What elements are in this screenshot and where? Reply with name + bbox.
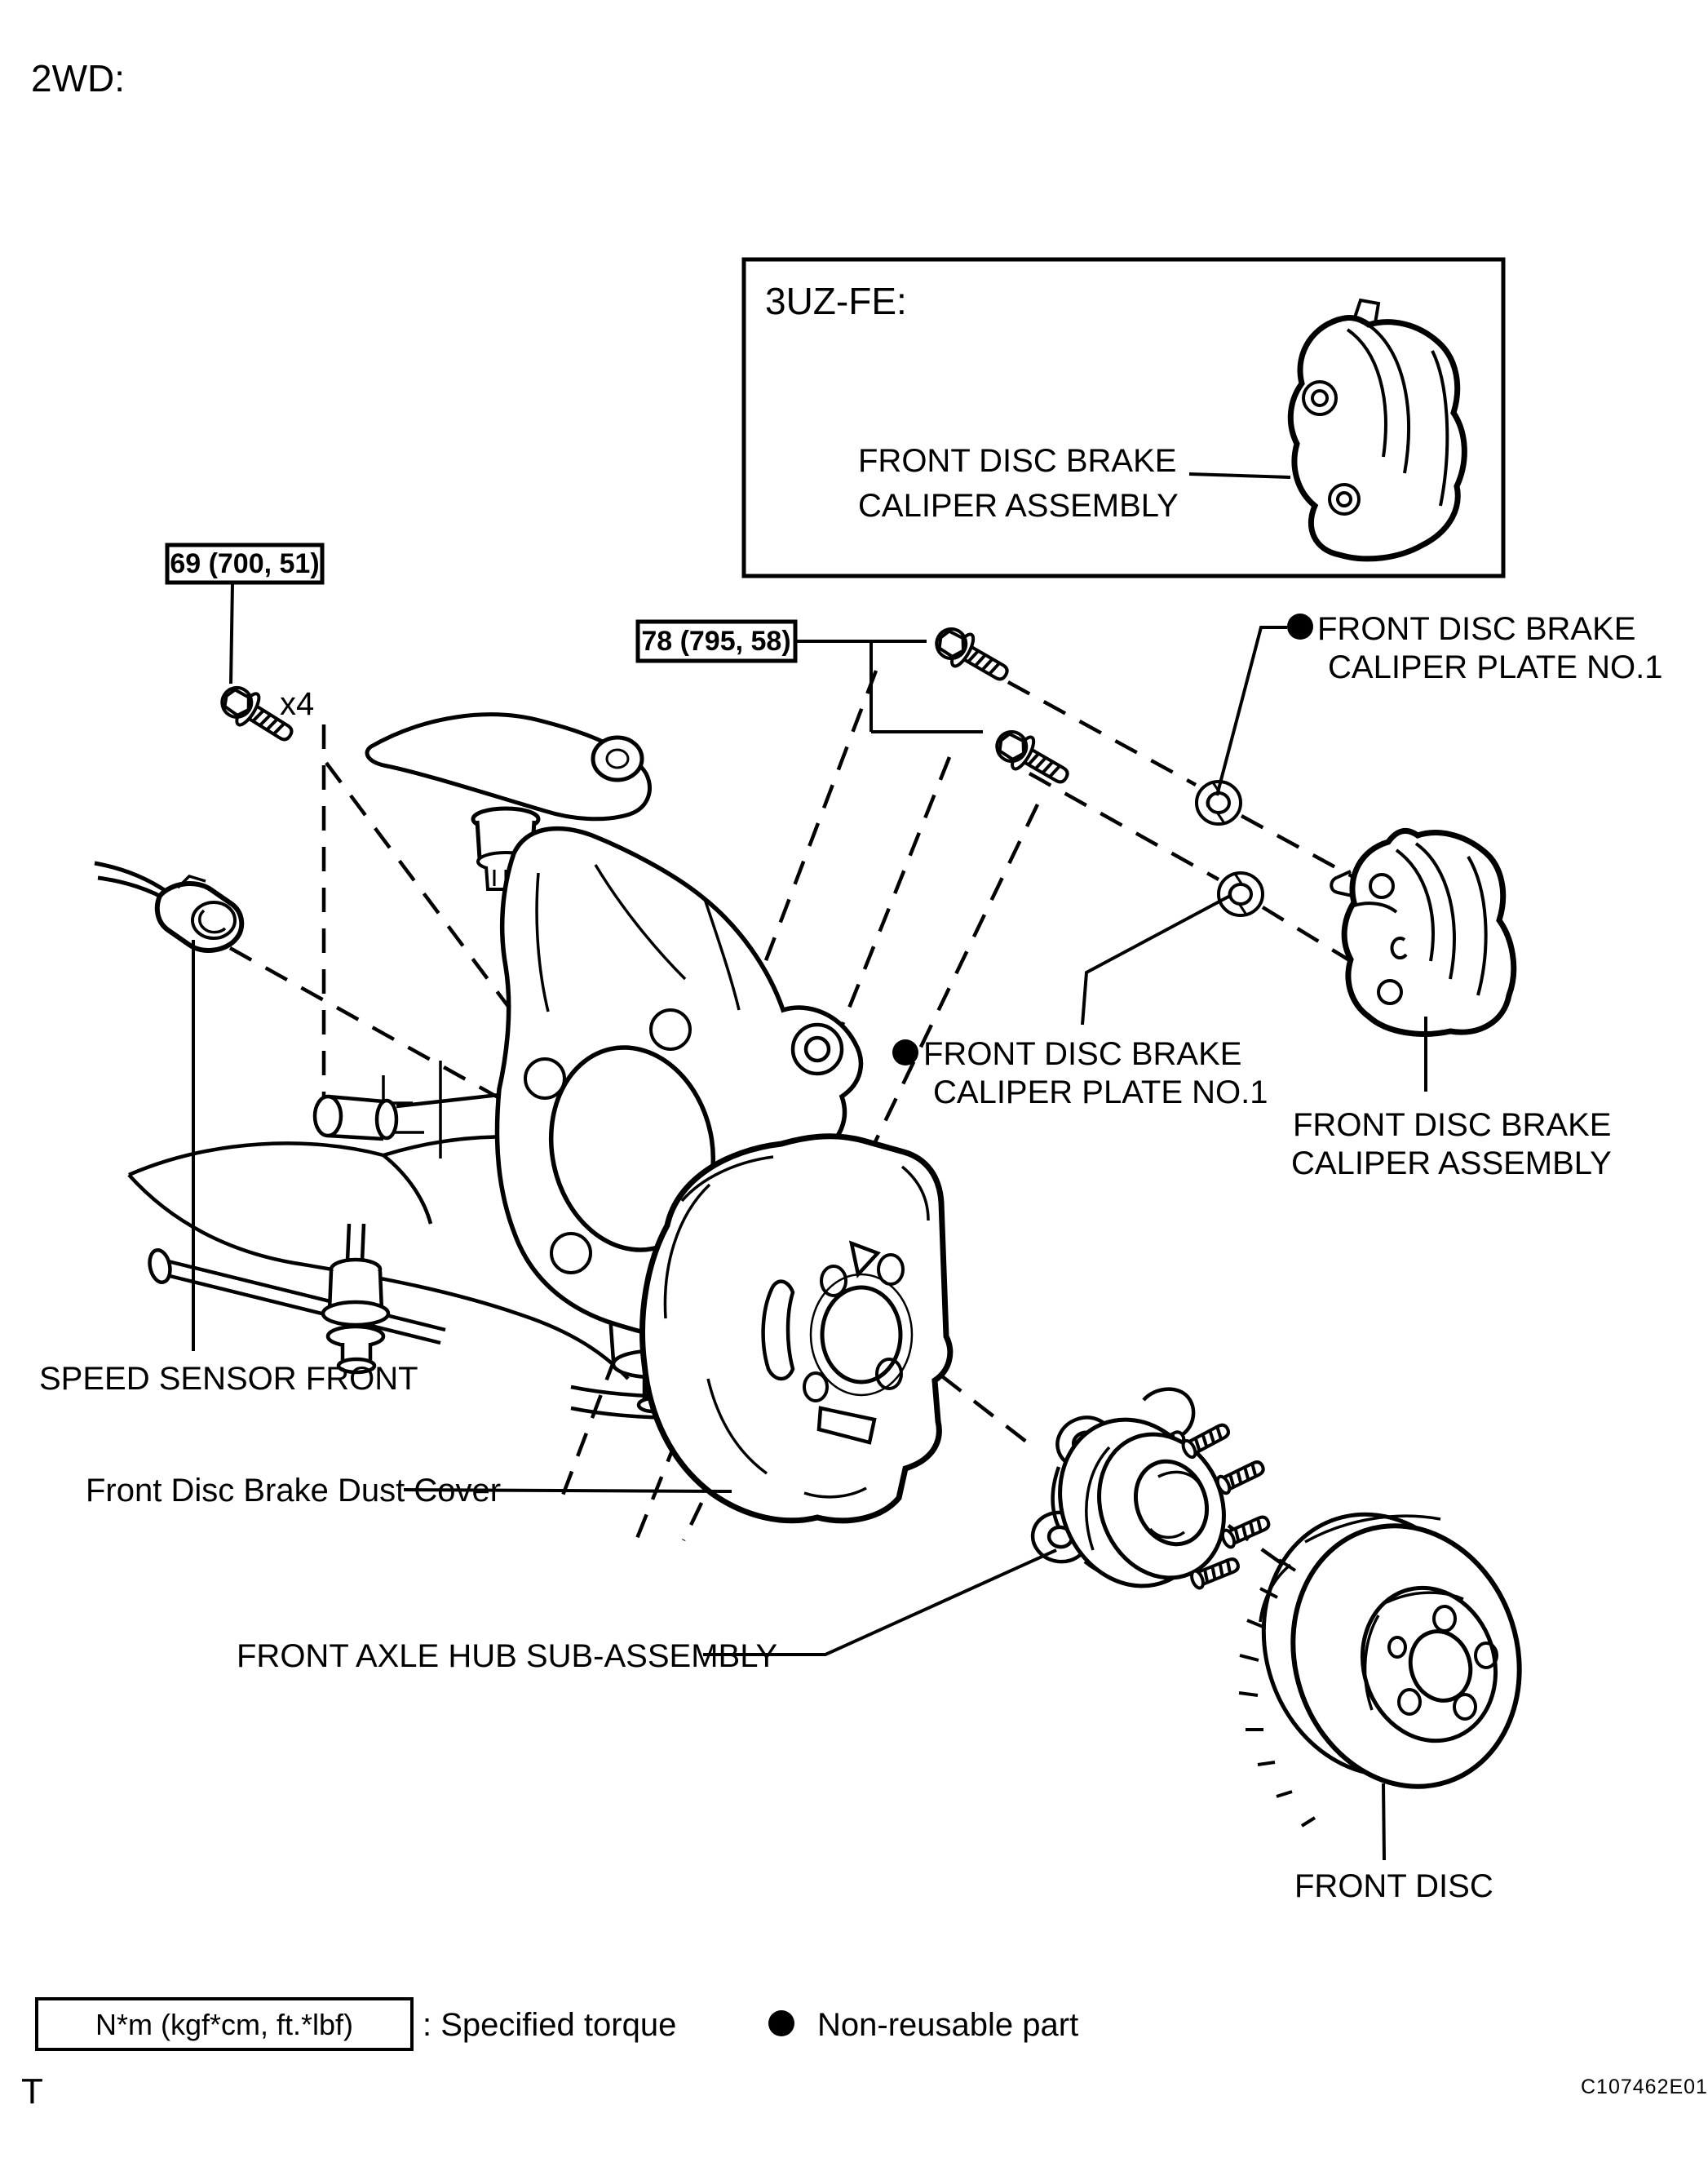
dust-cover-contours (663, 1155, 930, 1499)
hub-center-bore (1133, 1459, 1210, 1547)
plate-mid-line1: FRONT DISC BRAKE (923, 1036, 1241, 1072)
lower-ball-joint-left (321, 1223, 391, 1375)
inset-caliper-details (1302, 325, 1449, 516)
front-disc-leader (1382, 1783, 1386, 1861)
dust-cover-art (639, 1133, 954, 1524)
torque-box-69 (165, 543, 325, 585)
non-reusable-bullet-icon (768, 2010, 794, 2036)
plate-mid-line2: CALIPER PLATE NO.1 (933, 1074, 1268, 1110)
dust-cover-center-hole (820, 1285, 903, 1384)
dashed-axis-caliper-bolt-2 (1028, 772, 1382, 981)
speed-sensor-detail (176, 875, 227, 934)
legend-torque-box (35, 1997, 414, 2051)
caliper-bolt-2-icon (988, 721, 1077, 795)
torque-78-leaders (795, 640, 983, 733)
axle-hub-leader (703, 1548, 1057, 1656)
label-plate-top: FRONT DISC BRAKE CALIPER PLATE NO.1 (1287, 611, 1663, 685)
knuckle-center-opening (548, 1045, 716, 1252)
knuckle-surface-lines (535, 864, 741, 1012)
front-disc-art (1238, 1512, 1522, 1828)
plate-top-line1: FRONT DISC BRAKE (1317, 611, 1635, 647)
upper-arm-bushing (591, 735, 644, 782)
dashed-axis-hub (908, 1349, 1031, 1446)
caliper-assembly-art (1330, 827, 1517, 1037)
disc-face (1290, 1523, 1522, 1789)
caliper-plate-1-mid-icon (1217, 871, 1264, 917)
upper-arm-body (365, 712, 652, 822)
stabilizer-link-rod (156, 1257, 446, 1345)
dashed-axis-caliper-bolt-1 (971, 661, 1365, 884)
torque-callout-caliper-bolts: 78 (795, 58) (635, 619, 983, 733)
stabilizer-link-end (148, 1248, 172, 1284)
inset-caliper-tab (1352, 298, 1381, 324)
caliper-body (1341, 827, 1517, 1037)
lower-arm-detail-1 (382, 1154, 433, 1225)
disc-center-bore (1408, 1629, 1473, 1703)
inset-title: 3UZ-FE: (765, 280, 907, 322)
leader-lines (192, 626, 1427, 1861)
legend-torque-units: N*m (kgf*cm, ft.*lbf) (95, 2008, 353, 2041)
disc-rim-accents (1259, 1514, 1441, 1623)
tie-rod-cylinder (327, 1094, 384, 1141)
hub-face-shading (1085, 1446, 1111, 1551)
plate-top-leader (1215, 626, 1287, 796)
dust-cover-holes (803, 1253, 905, 1402)
inset-leader-line (1188, 472, 1291, 479)
hub-bore-detail (1148, 1470, 1201, 1540)
legend: N*m (kgf*cm, ft.*lbf) : Specified torque… (35, 1997, 1078, 2051)
dust-cover-slots (761, 1240, 881, 1445)
torque-value-78: 78 (795, 58) (641, 626, 790, 657)
dashed-axis-knuckle-bolts (325, 761, 677, 1232)
bolt-count-x4: x4 (280, 686, 314, 722)
wheel-stud-2-icon (1215, 1458, 1267, 1495)
upper-arm-bushing-hole (605, 748, 630, 769)
wheel-stud-3-icon (1219, 1511, 1273, 1551)
dust-cover-center-ring (809, 1273, 914, 1397)
non-reusable-bullet-icon (1287, 614, 1313, 640)
label-front-disc: FRONT DISC (1294, 1868, 1493, 1904)
legend-nonreusable-desc: Non-reusable part (817, 2007, 1078, 2043)
non-reusable-bullet-icon (892, 1039, 918, 1065)
footer-page-marker: T (21, 2071, 43, 2111)
caliper-details (1330, 842, 1488, 1005)
inset-caliper-body (1287, 315, 1467, 562)
inset-caliper-art (1287, 298, 1467, 562)
label-plate-mid: FRONT DISC BRAKE CALIPER PLATE NO.1 (892, 1036, 1268, 1110)
torque-callout-knuckle-bolts: 69 (700, 51) x4 (165, 543, 325, 722)
inset-caliper-label-line1: FRONT DISC BRAKE (858, 443, 1176, 479)
plate-mid-leader (1081, 894, 1231, 1026)
plate-top-line2: CALIPER PLATE NO.1 (1328, 649, 1663, 685)
axle-hub-art (1030, 1387, 1273, 1592)
lower-arm-lower-edge (127, 1173, 630, 1380)
tie-rod-bushing-face (374, 1098, 399, 1141)
disc-lug-holes (1387, 1605, 1498, 1721)
caliper-label-line2: CALIPER ASSEMBLY (1291, 1145, 1612, 1181)
inset-caliper-label-line2: CALIPER ASSEMBLY (858, 488, 1179, 524)
disc-hat-detail (1363, 1591, 1464, 1711)
page-variant-label: 2WD: (31, 57, 125, 100)
label-axle-hub: FRONT AXLE HUB SUB-ASSEMBLY (237, 1638, 777, 1674)
legend-torque-desc: : Specified torque (423, 2007, 676, 2043)
tie-rod-bushing-end (312, 1094, 343, 1138)
caliper-label-line1: FRONT DISC BRAKE (1293, 1107, 1611, 1143)
dust-cover-leader (403, 1488, 732, 1493)
torque-69-leader (229, 582, 234, 684)
inset-box: 3UZ-FE: FRONT DISC BRAKE CALIPER ASSEMBL… (741, 257, 1506, 578)
label-speed-sensor: SPEED SENSOR FRONT (39, 1361, 418, 1397)
label-dust-cover: Front Disc Brake Dust Cover (86, 1473, 501, 1509)
tie-rod-link (396, 1092, 500, 1109)
speed-sensor-art (94, 861, 245, 953)
figure-code: C107462E01 (1581, 2076, 1708, 2098)
label-caliper-assembly: FRONT DISC BRAKE CALIPER ASSEMBLY (1291, 1107, 1612, 1181)
torque-value-69: 69 (700, 51) (170, 548, 319, 579)
caliper-bolt-1-icon (927, 618, 1016, 693)
